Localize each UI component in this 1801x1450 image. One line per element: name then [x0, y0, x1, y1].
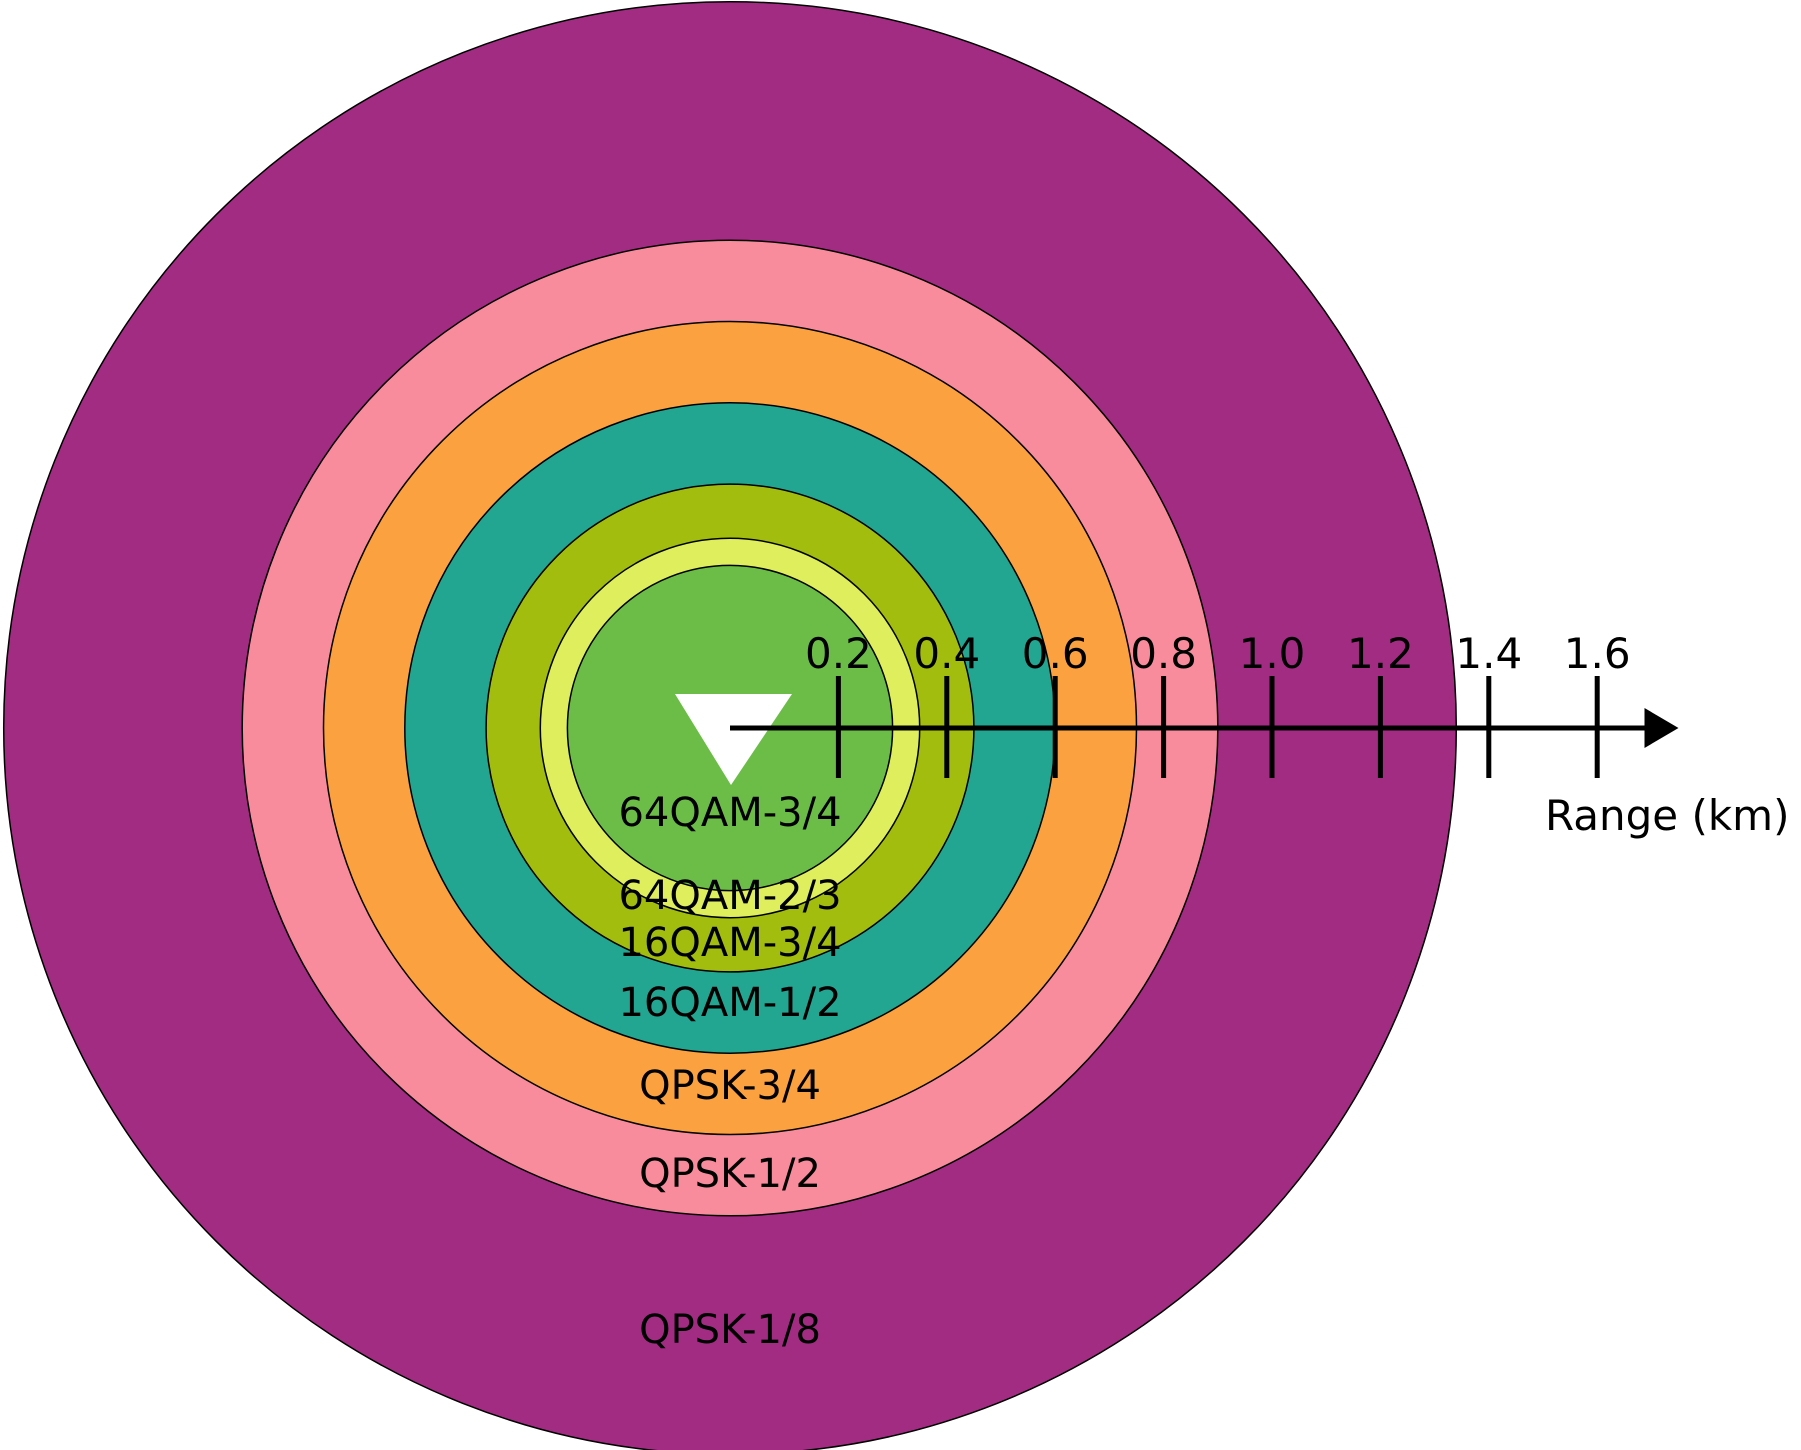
axis-tick-label: 0.2: [805, 629, 872, 678]
zone-label: QPSK-3/4: [639, 1063, 821, 1109]
axis-tick-label: 1.6: [1564, 629, 1631, 678]
zone-label: QPSK-1/8: [639, 1307, 821, 1353]
axis-arrow-icon: [1644, 708, 1679, 748]
axis-tick-label: 1.0: [1239, 629, 1306, 678]
zone-label: QPSK-1/2: [639, 1151, 821, 1197]
axis-tick-label: 0.6: [1022, 629, 1089, 678]
base-station-icon: [675, 694, 792, 785]
zone-label: 64QAM-2/3: [618, 873, 841, 919]
zone-label: 16QAM-1/2: [618, 980, 841, 1026]
axis-tick-label: 1.2: [1347, 629, 1414, 678]
zone-label: 16QAM-3/4: [618, 920, 841, 966]
zone-label: 64QAM-3/4: [618, 790, 841, 836]
axis-label: Range (km): [1545, 791, 1789, 840]
axis-tick-label: 1.4: [1455, 629, 1522, 678]
axis-tick-label: 0.8: [1130, 629, 1197, 678]
axis-tick-label: 0.4: [913, 629, 980, 678]
